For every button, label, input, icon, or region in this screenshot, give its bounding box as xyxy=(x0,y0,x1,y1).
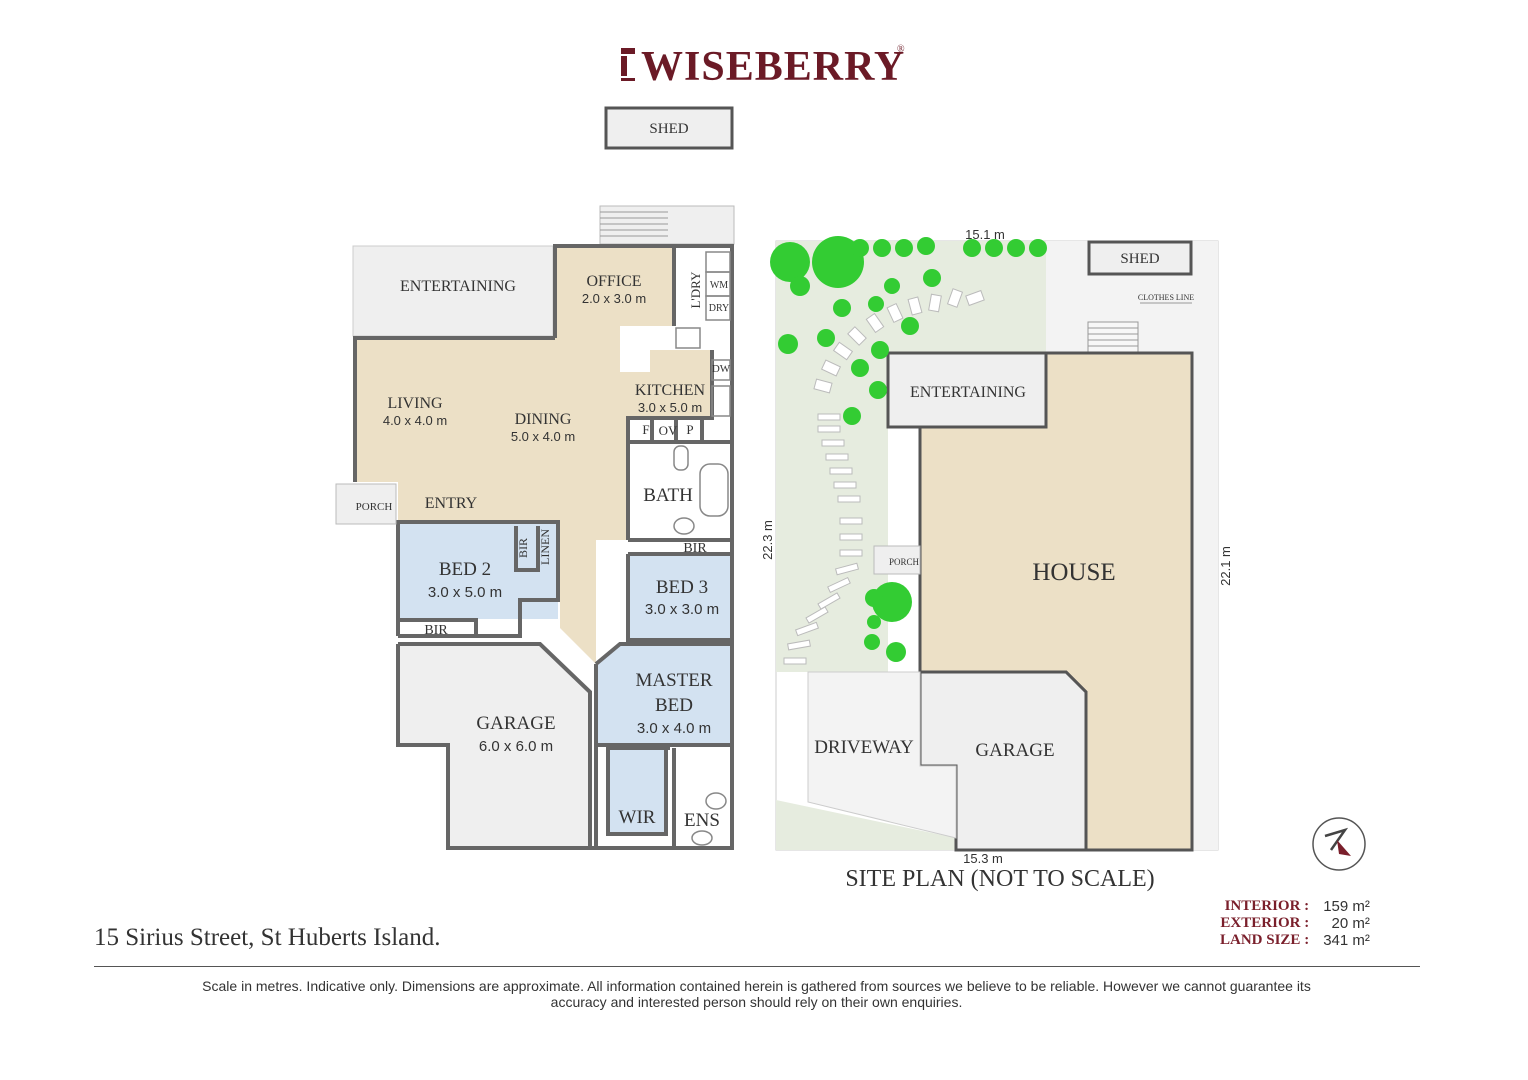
master-label-line1: MASTER xyxy=(635,670,712,691)
bed3-label: BED 3 xyxy=(656,577,708,598)
porch-label: PORCH xyxy=(356,501,393,513)
site-steps xyxy=(1087,321,1139,353)
area-row-exterior: EXTERIOR : 20 m² xyxy=(1220,915,1370,932)
site-porch-label: PORCH xyxy=(889,557,920,567)
property-address: 15 Sirius Street, St Huberts Island. xyxy=(94,924,441,951)
wir-label: WIR xyxy=(619,807,656,828)
brand-name: WISEBERRY xyxy=(641,44,905,86)
dining-size: 5.0 x 4.0 m xyxy=(511,429,575,444)
site-entertaining-label: ENTERTAINING xyxy=(910,384,1026,401)
area-row-interior: INTERIOR : 159 m² xyxy=(1220,898,1370,915)
linen-label: LINEN xyxy=(538,529,552,565)
bed3-size: 3.0 x 3.0 m xyxy=(645,601,719,618)
master-size: 3.0 x 4.0 m xyxy=(637,720,711,737)
office-label: OFFICE xyxy=(586,273,641,290)
bed2-wardrobe-label: BIR xyxy=(424,623,448,638)
stepping-stones xyxy=(783,288,985,665)
garage-label: GARAGE xyxy=(476,713,555,734)
ens-label: ENS xyxy=(684,810,720,831)
oven-label: OV xyxy=(659,423,678,438)
area-row-land: LAND SIZE : 341 m² xyxy=(1220,932,1370,949)
laundry-fixtures xyxy=(673,251,731,846)
driveway-label: DRIVEWAY xyxy=(814,737,914,758)
area-label: INTERIOR : xyxy=(1224,898,1310,914)
site-plan-title: SITE PLAN (NOT TO SCALE) xyxy=(845,866,1155,892)
driveway xyxy=(807,671,957,839)
compass-north-icon xyxy=(1312,817,1366,871)
bath-room xyxy=(628,442,730,538)
laundry-label: L'DRY xyxy=(688,271,703,309)
brand-logo-mark-icon xyxy=(621,48,635,81)
bed2-label: BED 2 xyxy=(439,559,491,580)
bed3-room xyxy=(628,554,730,640)
site-garage-label: GARAGE xyxy=(975,740,1054,761)
floor-plan: SHED ENTERTAINING xyxy=(335,106,735,850)
site-right-dimension: 22.1 m xyxy=(1218,546,1233,586)
entertaining-label: ENTERTAINING xyxy=(400,278,516,295)
area-summary: INTERIOR : 159 m² EXTERIOR : 20 m² LAND … xyxy=(1220,898,1370,949)
shed xyxy=(604,106,734,150)
dw-label: DW xyxy=(712,363,731,375)
disclaimer-text: Scale in metres. Indicative only. Dimens… xyxy=(202,978,1311,1010)
master-room xyxy=(596,644,730,745)
entertaining-area xyxy=(352,245,554,337)
site-plan: SHED CLOTHES LINE ENTERTAINING HOUSE POR… xyxy=(760,227,1233,866)
wir-room xyxy=(608,748,666,834)
walls xyxy=(353,244,734,850)
ens-room xyxy=(676,748,730,848)
site-shed-label: SHED xyxy=(1120,251,1159,267)
garage-room xyxy=(398,644,590,848)
dining-label: DINING xyxy=(515,411,572,428)
brand-registered-mark: ® xyxy=(897,44,905,55)
brand-logo-svg: WISEBERRY ® xyxy=(621,44,905,90)
pantry-label: P xyxy=(686,422,693,437)
area-value: 341 m² xyxy=(1323,932,1370,949)
divider xyxy=(94,966,1420,967)
bed2-bir-label: BIR xyxy=(516,538,530,558)
master-label-line2: BED xyxy=(655,695,693,716)
side-path xyxy=(1192,353,1218,850)
steps-rear xyxy=(599,205,735,245)
dry-label: DRY xyxy=(709,303,730,314)
entry-label: ENTRY xyxy=(425,495,478,512)
porch-area xyxy=(335,483,397,525)
site-left-dimension: 22.3 m xyxy=(760,520,775,560)
area-label: LAND SIZE : xyxy=(1220,932,1310,948)
bed2-size: 3.0 x 5.0 m xyxy=(428,584,502,601)
bed3-bir-label: BIR xyxy=(683,541,707,556)
kitchen-size: 3.0 x 5.0 m xyxy=(638,400,702,415)
area-value: 159 m² xyxy=(1323,898,1370,915)
office-size: 2.0 x 3.0 m xyxy=(582,291,646,306)
area-value: 20 m² xyxy=(1331,915,1370,932)
clothes-line-label: CLOTHES LINE xyxy=(1138,293,1194,302)
area-label: EXTERIOR : xyxy=(1220,915,1310,931)
bath-label: BATH xyxy=(643,485,693,506)
site-shed xyxy=(1087,240,1193,276)
garden-trees xyxy=(770,236,1047,662)
fridge-label: F xyxy=(642,422,649,437)
house-label: HOUSE xyxy=(1032,559,1115,586)
site-porch xyxy=(873,545,921,575)
site-bottom-dimension: 15.3 m xyxy=(963,851,1003,866)
living-size: 4.0 x 4.0 m xyxy=(383,413,447,428)
site-top-dimension: 15.1 m xyxy=(965,227,1005,242)
brand-logo: WISEBERRY ® xyxy=(0,40,1528,90)
garage-size: 6.0 x 6.0 m xyxy=(479,738,553,755)
kitchen-label: KITCHEN xyxy=(635,382,706,399)
living-label: LIVING xyxy=(387,395,443,412)
living-dining-zone xyxy=(355,246,712,664)
shed-label: SHED xyxy=(649,121,688,137)
front-lawn xyxy=(776,800,956,850)
wm-label: WM xyxy=(710,280,728,291)
